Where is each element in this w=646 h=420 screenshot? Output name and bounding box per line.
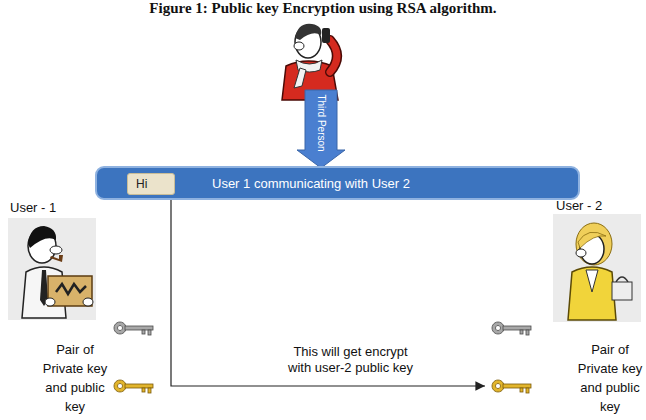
node-text: Hi	[136, 177, 147, 191]
key-pair-note: Pair of Private key and public key	[41, 340, 109, 416]
leader-line	[171, 195, 485, 386]
node-text: Third Person	[315, 94, 327, 151]
encryption-note: This will get encrypt with user-2 public…	[283, 344, 418, 376]
user-2-figure	[553, 214, 641, 322]
key-pair-note: Pair of Private key and public key	[576, 340, 644, 416]
third-person-figure	[282, 24, 338, 100]
figure-caption: Figure 1: Public key Encryption using RS…	[0, 0, 646, 17]
node-text: User 1 communicating with User 2	[212, 176, 410, 191]
message-box: Hi	[127, 173, 175, 195]
user-label: User - 1	[10, 198, 56, 217]
block-arrow: Third Person	[297, 90, 345, 168]
user-label: User - 2	[556, 196, 602, 215]
key-icons	[114, 322, 531, 393]
user-1-figure	[8, 218, 96, 320]
leader-lines	[171, 195, 485, 386]
message-channel: User 1 communicating with User 2 Hi	[95, 166, 580, 200]
arrow-outline	[297, 90, 345, 168]
